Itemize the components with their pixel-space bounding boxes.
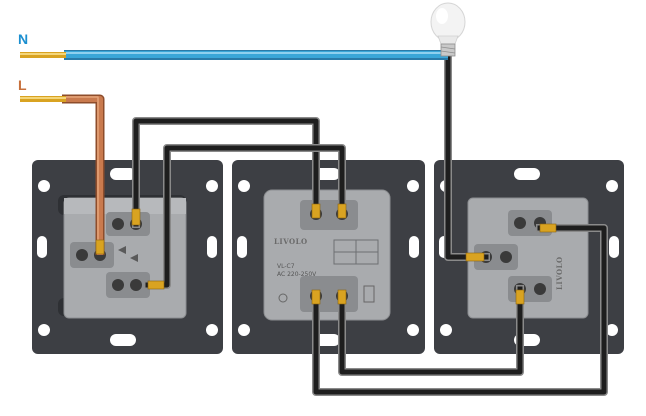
terminal-tips: [95, 203, 557, 305]
right-switch-brand: LIVOLO: [555, 256, 564, 290]
middle-switch: LIVOLO VL-C7 AC 220-250V: [232, 160, 425, 354]
middle-switch-brand: LIVOLO: [274, 237, 308, 246]
neutral-wire: [20, 50, 448, 60]
neutral-label: N: [18, 31, 28, 47]
light-bulb-icon: [430, 2, 466, 57]
live-wire: [20, 94, 105, 255]
middle-switch-module: [263, 189, 391, 321]
live-label: L: [18, 77, 27, 93]
middle-switch-spec: AC 220-250V: [277, 271, 317, 278]
left-switch: [32, 160, 223, 354]
middle-switch-rating: VL-C7: [277, 263, 295, 270]
